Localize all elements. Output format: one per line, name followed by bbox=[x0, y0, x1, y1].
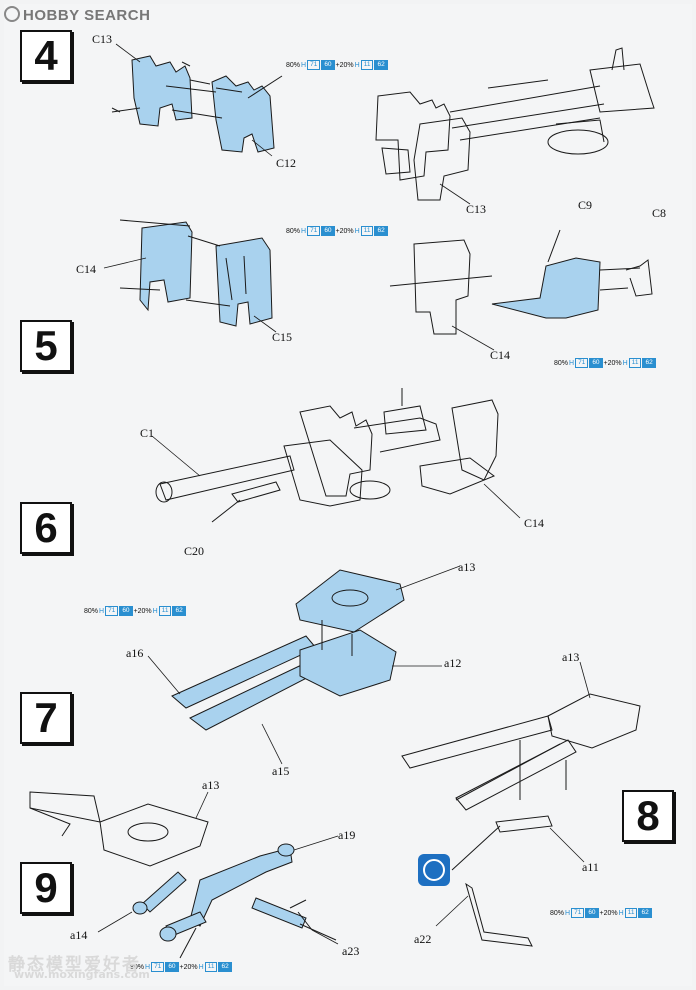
part-label-c20: C20 bbox=[184, 544, 205, 558]
watermark-text: HOBBY SEARCH bbox=[23, 7, 151, 24]
gun-carriage-step4 bbox=[375, 91, 451, 181]
part-label-c8: C8 bbox=[652, 206, 667, 220]
turntable-a13-step8 bbox=[547, 693, 641, 749]
step-number-8: 8 bbox=[622, 790, 674, 842]
part-label-c14-b: C14 bbox=[490, 348, 511, 362]
part-label-a12: a12 bbox=[444, 656, 462, 670]
moxingfans-watermark: 静态模型爱好者 bbox=[8, 955, 141, 975]
carriage-c14-step5 bbox=[413, 239, 471, 335]
part-a23-jack bbox=[251, 897, 307, 929]
part-a11-link bbox=[495, 815, 553, 833]
part-label-a11: a11 bbox=[582, 860, 599, 874]
step-number-5: 5 bbox=[20, 320, 72, 372]
turntable-a13-step7 bbox=[295, 569, 405, 633]
step-number-9: 9 bbox=[20, 862, 72, 914]
optional-part-icon bbox=[418, 854, 450, 886]
part-label-c15: C15 bbox=[272, 330, 293, 344]
part-label-a13-step7: a13 bbox=[458, 560, 476, 574]
part-c14-shield bbox=[139, 221, 193, 312]
part-label-c13-a: C13 bbox=[92, 32, 113, 46]
hobby-search-watermark: HOBBY SEARCH bbox=[4, 6, 150, 24]
part-c12-shield bbox=[211, 75, 275, 153]
turntable-a13-step9 bbox=[99, 803, 209, 867]
part-label-a19: a19 bbox=[338, 828, 356, 842]
bearing-a12 bbox=[299, 629, 397, 697]
part-label-a22: a22 bbox=[414, 932, 432, 946]
part-a22-strut bbox=[465, 882, 533, 947]
part-label-c9: C9 bbox=[578, 198, 593, 212]
part-label-a15: a15 bbox=[272, 764, 290, 778]
part-label-a23: a23 bbox=[342, 944, 360, 958]
step-number-4: 4 bbox=[20, 30, 72, 82]
part-label-c14-a: C14 bbox=[76, 262, 97, 276]
part-label-a14: a14 bbox=[70, 928, 88, 942]
part-label-c12: C12 bbox=[276, 156, 297, 170]
part-label-c13-b: C13 bbox=[466, 202, 487, 216]
instruction-sheet bbox=[4, 4, 692, 986]
part-c20-lever bbox=[231, 481, 281, 503]
part-label-a13-step8: a13 bbox=[562, 650, 580, 664]
part-label-a16: a16 bbox=[126, 646, 144, 660]
part-label-c14-c: C14 bbox=[524, 516, 545, 530]
carriage-c14-step6 bbox=[451, 399, 499, 481]
part-c9-frame bbox=[491, 257, 601, 319]
gun-barrel-c1 bbox=[159, 455, 295, 501]
step-number-6: 6 bbox=[20, 502, 72, 554]
part-label-a13-step9: a13 bbox=[202, 778, 220, 792]
part-c15-shield bbox=[215, 237, 273, 327]
part-c13-shield bbox=[131, 55, 193, 127]
trail-step9 bbox=[29, 791, 101, 823]
part-label-c1: C1 bbox=[140, 426, 155, 440]
step-number-7: 7 bbox=[20, 692, 72, 744]
logo-ring-icon bbox=[4, 6, 20, 22]
part-a14-jack bbox=[141, 871, 187, 913]
moxingfans-url: www.moxingfans.com bbox=[14, 968, 150, 981]
part-c8-bracket bbox=[625, 259, 653, 297]
